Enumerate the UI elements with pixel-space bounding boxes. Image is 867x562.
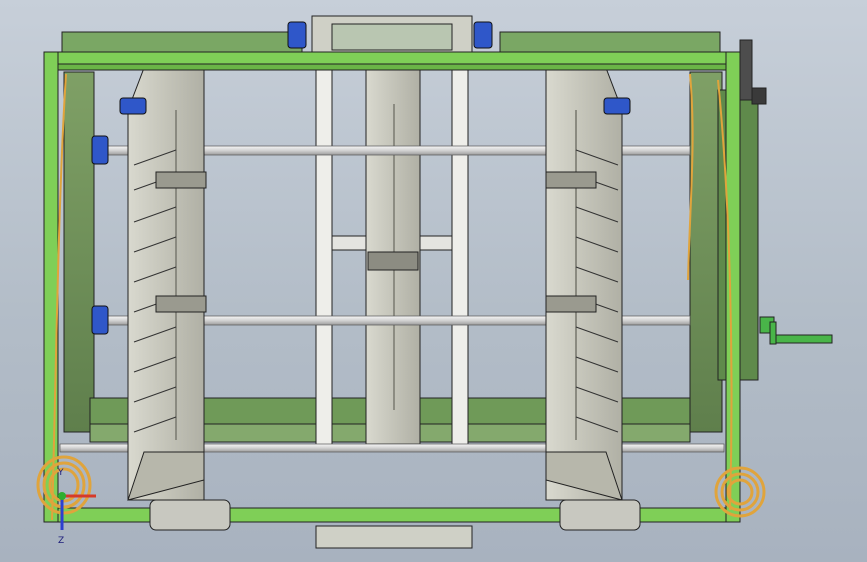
bottom-wheels	[149, 499, 641, 531]
center-frame	[315, 55, 473, 549]
triad-y-label: Y	[58, 468, 64, 478]
left-ladder-rungs	[133, 149, 177, 433]
bearing-icon	[91, 21, 631, 335]
right-ladder-rungs	[575, 149, 619, 433]
right-gearbox-panel	[717, 39, 767, 381]
triad-z-label: Z	[58, 536, 65, 546]
top-back-panel	[61, 15, 721, 57]
spring-coil-icon	[36, 455, 766, 518]
hand-crank-icon[interactable]	[759, 316, 833, 345]
left-guide-plate	[127, 67, 207, 501]
coordinate-triad-icon	[58, 492, 96, 530]
right-guide-plate	[545, 67, 623, 501]
